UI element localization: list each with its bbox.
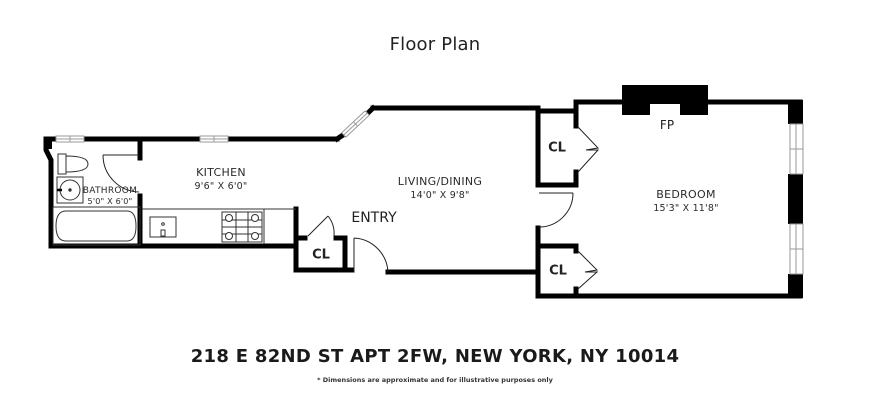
- fireplace-icon: [622, 85, 708, 116]
- room-dimensions: 9'6" X 6'0": [194, 181, 248, 192]
- stove-icon: [221, 211, 263, 243]
- fireplace-label: FP: [659, 118, 675, 132]
- page-title: Floor Plan: [389, 34, 481, 55]
- room-name: BEDROOM: [656, 188, 716, 201]
- room-label-bedroom: BEDROOM 15'3" X 11'8": [653, 188, 718, 214]
- disclaimer-note: * Dimensions are approximate and for ill…: [317, 376, 553, 384]
- room-dimensions: 14'0" X 9'8": [410, 190, 470, 201]
- entry-label: ENTRY: [351, 210, 397, 226]
- closet-label-bedroom-bottom: CL: [549, 263, 567, 279]
- entry-closet-door: [307, 215, 335, 237]
- entry-door: [353, 237, 389, 273]
- kitchen-sink-icon: [149, 216, 177, 238]
- room-dimensions: 5'0" X 6'0": [87, 197, 133, 206]
- bathroom-door: [102, 154, 140, 193]
- bedroom-closet-bottom-door: [577, 250, 599, 290]
- property-address: 218 E 82ND ST APT 2FW, NEW YORK, NY 1001…: [190, 346, 680, 367]
- doors: [102, 126, 600, 290]
- room-name: KITCHEN: [196, 166, 246, 179]
- bedroom-door: [538, 192, 574, 228]
- closet-label-entry: CL: [312, 247, 330, 263]
- windows: [55, 110, 804, 275]
- bathtub-icon: [52, 206, 141, 246]
- fixtures: [52, 153, 296, 246]
- bedroom-closet-top-door: [577, 126, 600, 173]
- room-label-bathroom: BATHROOM 5'0" X 6'0": [83, 186, 137, 206]
- bathroom-wall-detail: [44, 137, 52, 149]
- room-name: LIVING/DINING: [397, 175, 483, 188]
- room-name: BATHROOM: [82, 186, 138, 196]
- bathroom-sink-icon: [56, 176, 84, 204]
- closet-label-bedroom-top: CL: [548, 140, 566, 156]
- room-label-living-dining: LIVING/DINING 14'0" X 9'8": [398, 175, 482, 201]
- toilet-icon: [57, 153, 89, 175]
- room-label-kitchen: KITCHEN 9'6" X 6'0": [195, 166, 248, 192]
- room-dimensions: 15'3" X 11'8": [653, 203, 719, 214]
- bedroom-right-wall: [788, 100, 803, 298]
